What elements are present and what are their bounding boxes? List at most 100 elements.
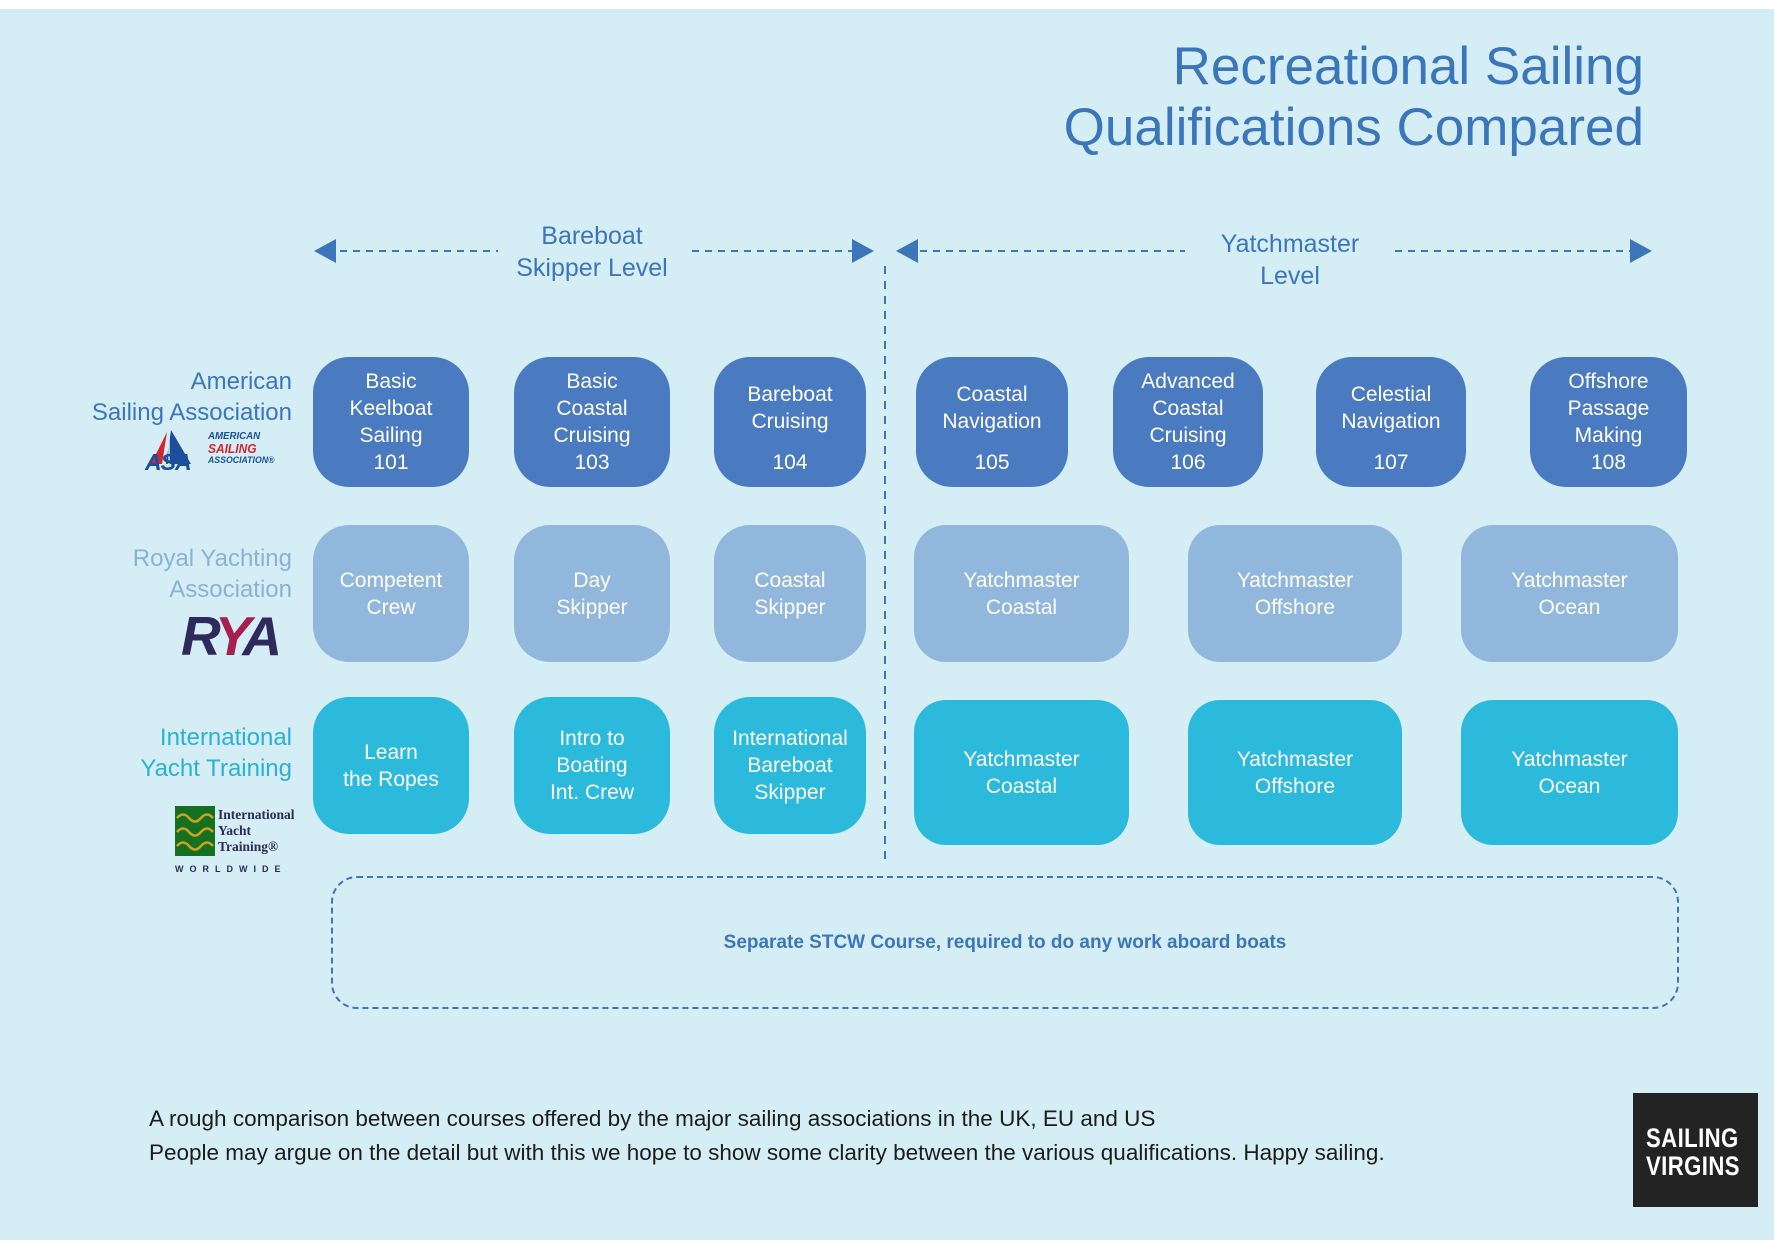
course-number: 108 (1590, 451, 1627, 474)
course-line: Offshore (1254, 774, 1336, 798)
course-line: Ocean (1538, 595, 1601, 619)
course-line: Int. Crew (549, 781, 635, 804)
course-line: Skipper (754, 595, 826, 619)
asa-sails-icon (151, 430, 191, 464)
course-box-rya-yatchmaster-ocean: Yatchmaster Ocean (1461, 525, 1678, 662)
page-title: Recreational Sailing Qualifications Comp… (1064, 36, 1644, 158)
course-line: International (732, 727, 848, 750)
course-line: Skipper (754, 781, 826, 804)
rya-logo: RYA (181, 605, 282, 667)
asa-logo-word2: SAILING (208, 441, 257, 456)
course-name: Yatchmaster Offshore (1237, 567, 1353, 621)
course-line: Celestial (1350, 383, 1432, 406)
course-name: Yatchmaster Ocean (1511, 567, 1627, 621)
course-box-asa-101: Basic Keelboat Sailing 101 (313, 357, 469, 487)
course-line: Skipper (556, 595, 628, 619)
course-line: Making (1574, 423, 1643, 447)
yatchmaster-level-text: Yatchmaster Level (1220, 230, 1360, 290)
course-line: Coastal (985, 595, 1058, 619)
course-line: Advanced (1141, 369, 1235, 393)
course-line: Cruising (751, 410, 829, 433)
course-line: Yatchmaster (1511, 568, 1628, 592)
course-box-asa-108: Offshore Passage Making 108 (1530, 357, 1687, 487)
course-box-iyt-intro-to-boating: Intro to Boating Int. Crew (514, 697, 670, 834)
course-name: Yatchmaster Ocean (1511, 746, 1627, 800)
course-line: the Ropes (343, 767, 439, 791)
sailing-virgins-logo: SAILING VIRGINS (1633, 1093, 1758, 1207)
footer-line1: A rough comparison between courses offer… (149, 1106, 1156, 1131)
brand-line1: SAILING (1646, 1123, 1739, 1153)
course-box-asa-104: Bareboat Cruising 104 (714, 357, 866, 487)
course-number: 101 (373, 451, 409, 474)
title-line1: Recreational Sailing (1172, 37, 1644, 96)
course-line: Basic (566, 369, 618, 393)
course-name: Basic Coastal Cruising (553, 368, 630, 449)
dashed-line (692, 250, 852, 252)
course-line: Offshore (1254, 595, 1336, 619)
course-name: Celestial Navigation (1341, 381, 1440, 435)
asa-acronym: ASA (145, 449, 192, 475)
course-name: Coastal Skipper (754, 567, 825, 621)
course-line: Boating (556, 754, 628, 777)
course-line: Cruising (1149, 423, 1227, 447)
course-number: 103 (574, 451, 610, 474)
course-line: Coastal (985, 774, 1058, 798)
iyt-org-label: International Yacht Training (0, 722, 292, 784)
course-box-asa-106: Advanced Coastal Cruising 106 (1113, 357, 1263, 487)
course-box-rya-competent-crew: Competent Crew (313, 525, 469, 662)
rya-org-label: Royal Yachting Association (0, 543, 292, 605)
course-line: Offshore (1568, 369, 1649, 393)
course-line: Day (573, 568, 611, 592)
course-line: Competent (339, 568, 443, 592)
course-name: Advanced Coastal Cruising (1141, 368, 1234, 449)
course-line: Cruising (553, 423, 631, 447)
course-line: Intro to (559, 727, 625, 750)
sailing-virgins-wordmark: SAILING VIRGINS (1646, 1124, 1740, 1180)
footer-line2: People may argue on the detail but with … (149, 1140, 1385, 1165)
rya-label-line1: Royal Yachting (132, 545, 292, 572)
course-box-rya-yatchmaster-coastal: Yatchmaster Coastal (914, 525, 1129, 662)
asa-logo-word3: ASSOCIATION® (208, 455, 275, 466)
rya-letter-a: A (242, 605, 282, 667)
dashed-line (1395, 250, 1630, 252)
course-name: International Bareboat Skipper (732, 725, 848, 806)
iyt-label-line2: Yacht Training (140, 755, 292, 782)
asa-label-line1: American (190, 368, 292, 395)
course-line: Bareboat (747, 754, 833, 777)
course-line: Yatchmaster (1236, 747, 1354, 771)
course-line: Navigation (942, 410, 1042, 433)
iyt-label-line1: International (159, 724, 292, 751)
rya-letter-r: R (181, 605, 220, 667)
course-box-rya-day-skipper: Day Skipper (514, 525, 670, 662)
course-line: Passage (1567, 396, 1650, 420)
course-line: Keelboat (349, 396, 433, 420)
top-white-strip (0, 0, 1774, 9)
course-name: Yatchmaster Coastal (963, 567, 1079, 621)
course-box-rya-yatchmaster-offshore: Yatchmaster Offshore (1188, 525, 1402, 662)
course-line: Crew (366, 595, 416, 619)
footer-note: A rough comparison between courses offer… (149, 1102, 1385, 1170)
course-line: Coastal (556, 396, 628, 420)
course-name: Coastal Navigation (942, 381, 1041, 435)
arrow-right-icon (1630, 239, 1652, 263)
arrow-left-icon (896, 239, 918, 263)
asa-logo-word1: AMERICAN (208, 430, 261, 442)
course-name: Basic Keelboat Sailing (350, 368, 433, 449)
course-name: Yatchmaster Coastal (963, 746, 1079, 800)
course-name: Competent Crew (340, 567, 443, 621)
course-name: Yatchmaster Offshore (1237, 746, 1353, 800)
iyt-logo-line1: International (218, 807, 295, 822)
course-line: Sailing (359, 423, 423, 447)
course-box-asa-107: Celestial Navigation 107 (1316, 357, 1466, 487)
course-box-rya-coastal-skipper: Coastal Skipper (714, 525, 866, 662)
course-number: 106 (1170, 451, 1206, 474)
course-box-iyt-yatchmaster-coastal: Yatchmaster Coastal (914, 700, 1129, 845)
course-line: Basic (365, 369, 417, 393)
asa-org-label: American Sailing Association (0, 366, 292, 428)
iyt-logo-line3: Training® (218, 839, 279, 854)
rya-label-line2: Association (169, 576, 292, 603)
course-line: Ocean (1538, 774, 1601, 798)
yatchmaster-level-label: Yatchmaster Level (1190, 228, 1390, 292)
arrow-right-icon (852, 239, 874, 263)
